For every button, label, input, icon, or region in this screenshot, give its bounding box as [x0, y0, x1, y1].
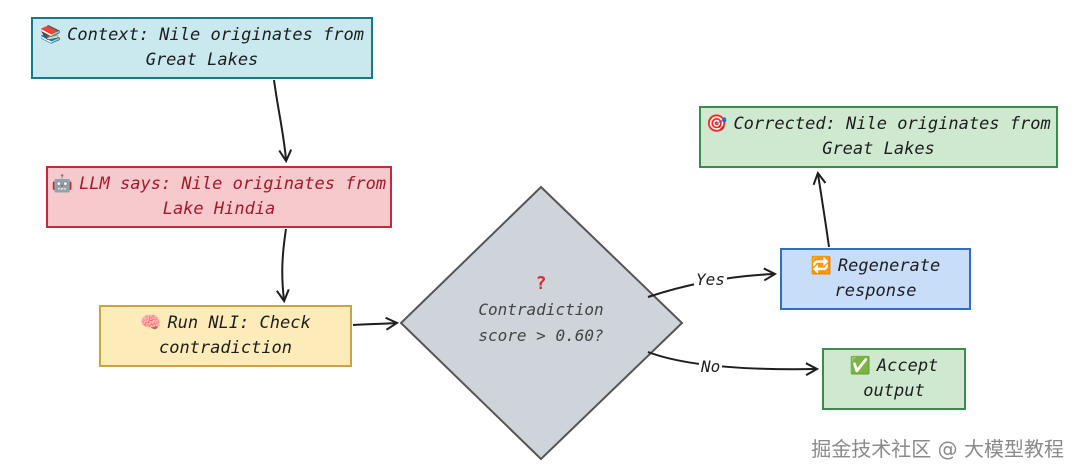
decision-node-label: Contradiction score > 0.60? — [478, 300, 604, 345]
regenerate-node: 🔁Regenerate response — [780, 248, 971, 310]
robot-icon: 🤖 — [51, 174, 74, 194]
watermark: 掘金技术社区 @ 大模型教程 — [811, 437, 1064, 461]
accept-node: ✅Accept output — [822, 348, 966, 410]
regenerate-node-label: Regenerate response — [834, 256, 941, 301]
llm-node: 🤖LLM says: Nile originates from Lake Hin… — [46, 166, 392, 228]
accept-node-label: Accept output — [863, 356, 939, 401]
corrected-node-label: Corrected: Nile originates from Great La… — [733, 114, 1051, 159]
edge-decision-to-accept — [647, 351, 816, 369]
edge-context-to-llm — [273, 79, 286, 160]
decision-diamond — [399, 185, 684, 461]
no-edge-label: No — [699, 357, 723, 376]
context-node-label: Context: Nile originates from Great Lake… — [67, 25, 364, 70]
books-icon: 📚 — [40, 25, 62, 45]
decision-node: ? Contradiction score > 0.60? — [461, 271, 621, 349]
context-node: 📚Context: Nile originates from Great Lak… — [31, 17, 373, 79]
edge-nli-to-decision — [352, 323, 396, 325]
question-icon: ? — [535, 273, 547, 294]
llm-node-label: LLM says: Nile originates from Lake Hind… — [79, 174, 387, 219]
target-icon: 🎯 — [706, 114, 728, 134]
repeat-icon: 🔁 — [810, 256, 832, 276]
yes-edge-label: Yes — [694, 270, 727, 289]
edge-llm-to-nli — [282, 228, 286, 300]
nli-node: 🧠Run NLI: Check contradiction — [99, 305, 352, 367]
brain-icon: 🧠 — [140, 313, 162, 333]
check-icon: ✅ — [849, 356, 871, 376]
edge-regenerate-to-corrected — [818, 174, 830, 248]
corrected-node: 🎯Corrected: Nile originates from Great L… — [699, 106, 1058, 168]
nli-node-label: Run NLI: Check contradiction — [158, 313, 311, 358]
